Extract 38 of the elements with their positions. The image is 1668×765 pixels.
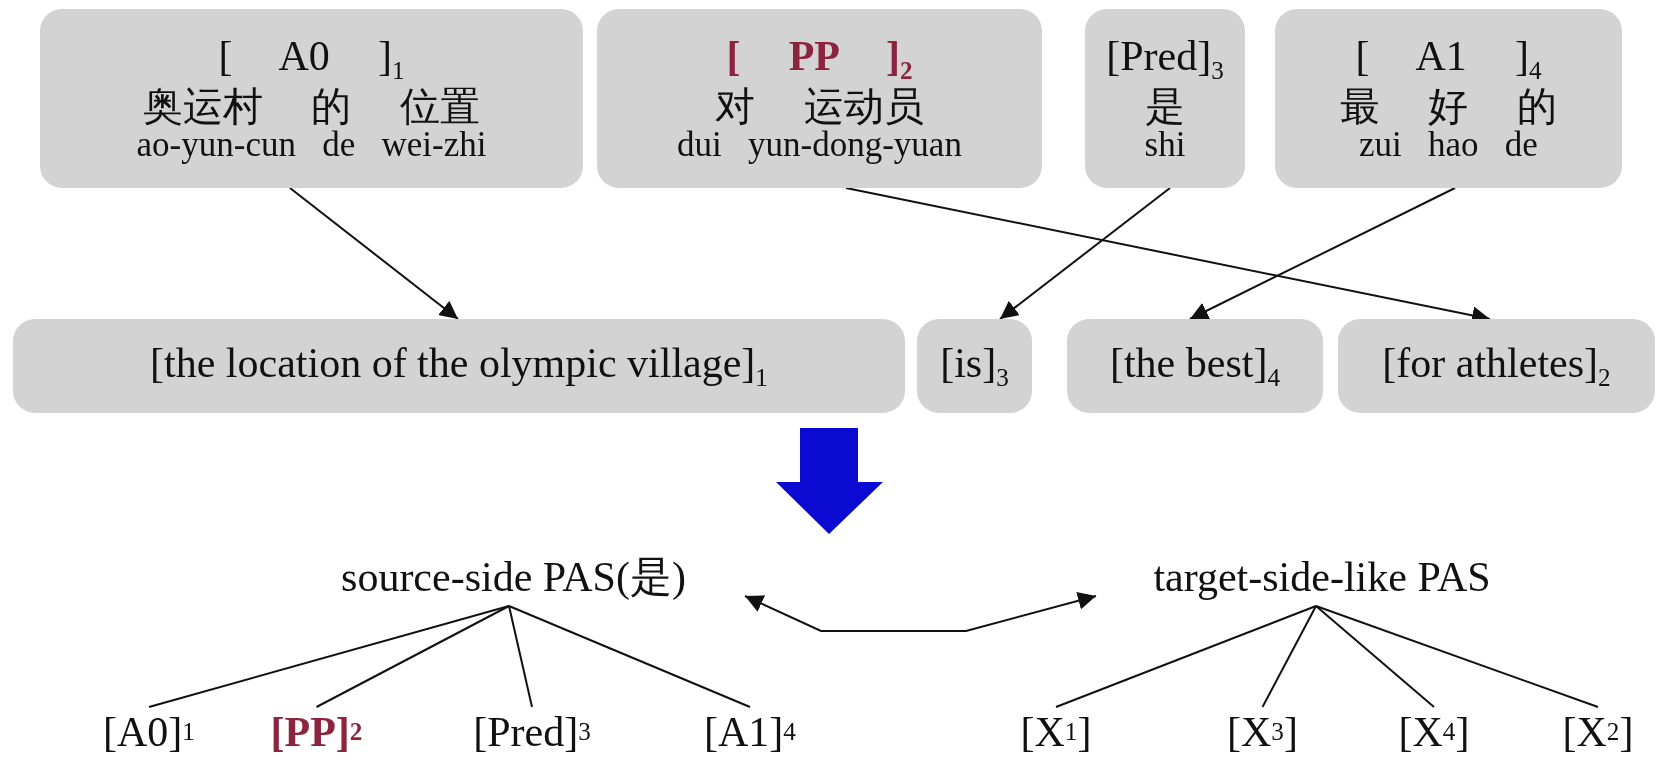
chinese-text: 是	[1145, 84, 1185, 127]
tree-branch-line	[148, 605, 510, 708]
pinyin-text: ao-yun-cun de wei-zhi	[136, 126, 487, 164]
phrase-box	[13, 319, 905, 413]
phrase-box	[1067, 319, 1323, 413]
tree-branch-line	[1315, 605, 1435, 708]
phrase-box	[1085, 9, 1245, 188]
pinyin-text: shi	[1144, 126, 1186, 164]
tree-branch-line	[1055, 605, 1317, 708]
arrow	[999, 187, 1171, 320]
phrase-text: [the location of the olympic village]$_{1}$	[150, 340, 768, 392]
chinese-text: 最 好 的	[1339, 84, 1558, 127]
bracket-label: [ A0 ]$_{1}$	[218, 33, 405, 85]
phrase-text: [for athletes]$_{2}$	[1382, 340, 1611, 392]
bracket-label: [ A1 ]$_{4}$	[1355, 33, 1542, 85]
phrase-box	[1275, 9, 1622, 188]
phrase-box	[917, 319, 1032, 413]
phrase-box	[1338, 319, 1655, 413]
arrow	[289, 187, 459, 320]
tree-branch-line	[1261, 605, 1317, 708]
phrase-text: [the best]$_{4}$	[1109, 340, 1280, 392]
arrow	[744, 592, 1097, 632]
bracket-label: [Pred]$_{3}$	[1106, 33, 1224, 85]
phrase-text: [is]$_{3}$	[940, 340, 1009, 392]
chinese-text: 奥运村 的 位置	[142, 84, 481, 127]
tree-branch-line	[508, 605, 533, 708]
tree-branch-line	[1315, 605, 1599, 708]
tree-root-label: target-side-like PAS	[1096, 548, 1548, 606]
pinyin-text: zui hao de	[1359, 126, 1538, 164]
tree-root-label: source-side PAS(是)	[282, 548, 745, 606]
tree-branch-line	[508, 605, 751, 708]
phrase-box	[40, 9, 583, 188]
bracket-label: [ PP ]$_{2}$	[726, 33, 913, 85]
tree-branch-line	[315, 605, 510, 708]
phrase-box	[597, 9, 1042, 188]
chinese-text: 对 运动员	[715, 84, 924, 127]
pinyin-text: dui yun-dong-yuan	[677, 126, 962, 164]
arrow	[1189, 187, 1456, 320]
